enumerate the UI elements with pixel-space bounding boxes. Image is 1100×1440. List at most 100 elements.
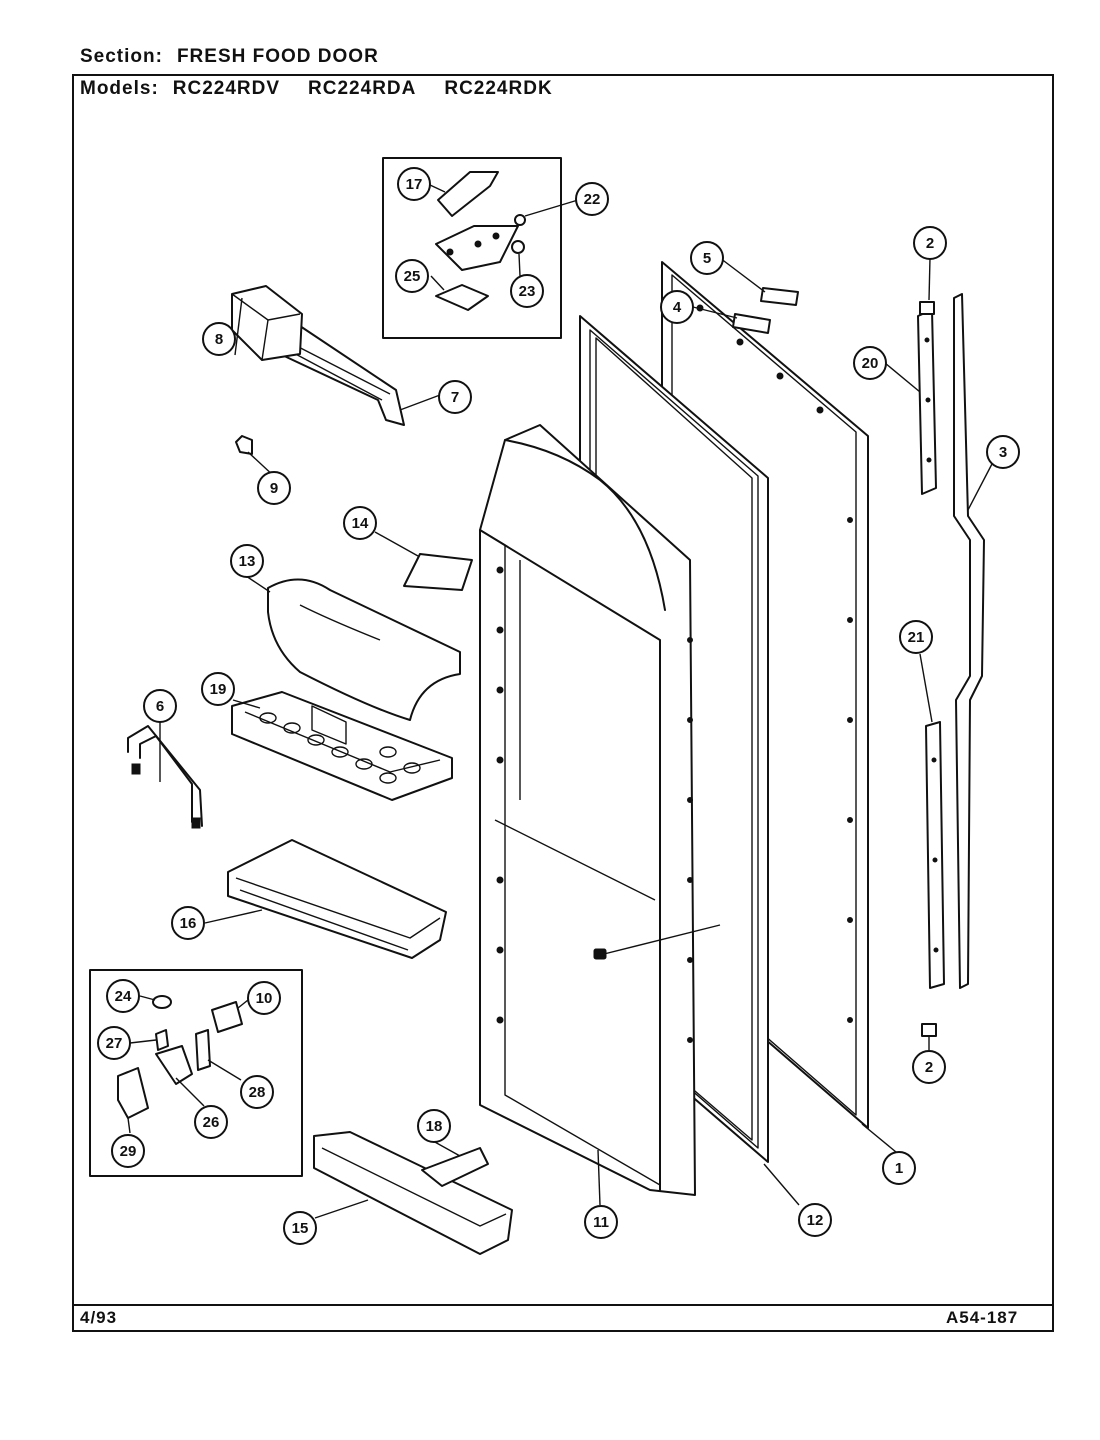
cam-part-26 bbox=[155, 1045, 193, 1085]
hinge-strip-part-21 bbox=[925, 721, 945, 989]
callout-number-3: 3 bbox=[999, 444, 1007, 461]
hinge-cover bbox=[437, 171, 499, 217]
callout-circle-28 bbox=[240, 1075, 274, 1109]
callout-circle-25 bbox=[395, 259, 429, 293]
callout-number-12: 12 bbox=[807, 1212, 824, 1229]
bracket-part-6 bbox=[127, 725, 203, 829]
hinge-pin bbox=[514, 214, 526, 226]
cam-inset-box bbox=[89, 969, 303, 1177]
bracket-part-29 bbox=[117, 1067, 149, 1119]
label-part-5 bbox=[760, 287, 799, 306]
callout-number-8: 8 bbox=[215, 331, 223, 348]
callout-number-26: 26 bbox=[203, 1114, 220, 1131]
callout-circle-12 bbox=[798, 1203, 832, 1237]
trim-strip-part-3 bbox=[953, 293, 985, 989]
footer-date: 4/93 bbox=[80, 1308, 118, 1327]
callout-number-2: 2 bbox=[926, 235, 934, 252]
diagram-frame bbox=[72, 74, 1054, 1332]
footer-rule bbox=[72, 1304, 1054, 1306]
callout-circle-26 bbox=[194, 1105, 228, 1139]
callout-number-5: 5 bbox=[703, 250, 711, 267]
callout-number-1: 1 bbox=[895, 1160, 903, 1177]
callout-number-2: 2 bbox=[925, 1059, 933, 1076]
callout-circle-2 bbox=[913, 226, 947, 260]
spring-part-27 bbox=[155, 1029, 169, 1051]
washer-part-24 bbox=[152, 995, 172, 1009]
callout-circle-13 bbox=[230, 544, 264, 578]
callout-circle-24 bbox=[106, 979, 140, 1013]
dairy-cover bbox=[267, 578, 461, 721]
callout-number-6: 6 bbox=[156, 698, 164, 715]
egg-tray bbox=[231, 691, 453, 801]
callout-number-14: 14 bbox=[352, 515, 369, 532]
callout-circle-11 bbox=[584, 1205, 618, 1239]
callout-circle-9 bbox=[257, 471, 291, 505]
callout-number-15: 15 bbox=[292, 1220, 309, 1237]
callout-number-17: 17 bbox=[406, 176, 423, 193]
callout-circle-18 bbox=[417, 1109, 451, 1143]
door-bin-part-15 bbox=[313, 1131, 513, 1255]
callout-circle-15 bbox=[283, 1211, 317, 1245]
callout-number-24: 24 bbox=[115, 988, 132, 1005]
model-3: RC224RDK bbox=[444, 78, 553, 99]
hinge-bracket bbox=[231, 285, 303, 361]
callout-circle-19 bbox=[201, 672, 235, 706]
model-1: RC224RDV bbox=[172, 78, 281, 99]
callout-number-11: 11 bbox=[593, 1214, 609, 1231]
callout-number-21: 21 bbox=[908, 629, 925, 646]
callout-number-7: 7 bbox=[451, 389, 459, 406]
clip-part-9 bbox=[235, 435, 253, 455]
callout-number-20: 20 bbox=[862, 355, 879, 372]
door-liner bbox=[479, 424, 721, 1196]
callout-circle-8 bbox=[202, 322, 236, 356]
label-part-4 bbox=[732, 313, 771, 334]
callout-number-22: 22 bbox=[584, 191, 601, 208]
callout-number-16: 16 bbox=[180, 915, 197, 932]
callout-number-19: 19 bbox=[210, 681, 227, 698]
callout-circle-4 bbox=[660, 290, 694, 324]
bracket-part-18 bbox=[421, 1147, 489, 1187]
callout-circle-2 bbox=[912, 1050, 946, 1084]
callout-number-23: 23 bbox=[519, 283, 536, 300]
callout-number-13: 13 bbox=[239, 553, 256, 570]
section-header: Section: FRESH FOOD DOOR bbox=[80, 46, 379, 68]
callout-number-25: 25 bbox=[404, 268, 421, 285]
hinge-plate bbox=[435, 225, 519, 271]
callout-circle-14 bbox=[343, 506, 377, 540]
handle-trim bbox=[277, 325, 405, 426]
callout-number-27: 27 bbox=[106, 1035, 123, 1052]
section-value: FRESH FOOD DOOR bbox=[176, 46, 379, 67]
callout-circle-16 bbox=[171, 906, 205, 940]
callout-circle-20 bbox=[853, 346, 887, 380]
callout-number-28: 28 bbox=[249, 1084, 266, 1101]
end-cap-top bbox=[919, 301, 935, 315]
callout-number-9: 9 bbox=[270, 480, 278, 497]
models-label: Models: bbox=[80, 78, 159, 99]
callout-circle-6 bbox=[143, 689, 177, 723]
callout-circle-23 bbox=[510, 274, 544, 308]
callout-circle-21 bbox=[899, 620, 933, 654]
callout-circle-27 bbox=[97, 1026, 131, 1060]
callout-number-4: 4 bbox=[673, 299, 682, 316]
callout-circle-3 bbox=[986, 435, 1020, 469]
callout-circle-17 bbox=[397, 167, 431, 201]
door-bin-part-16 bbox=[227, 839, 447, 959]
callout-circle-10 bbox=[247, 981, 281, 1015]
end-cap-bottom bbox=[921, 1023, 937, 1037]
callout-circle-29 bbox=[111, 1134, 145, 1168]
hinge-washer bbox=[511, 240, 525, 254]
model-2: RC224RDA bbox=[308, 78, 417, 99]
callout-circle-1 bbox=[882, 1151, 916, 1185]
callout-circle-5 bbox=[690, 241, 724, 275]
callout-circle-7 bbox=[438, 380, 472, 414]
bracket-part-28 bbox=[195, 1029, 211, 1071]
section-label: Section: bbox=[80, 46, 163, 67]
callout-number-18: 18 bbox=[426, 1118, 443, 1135]
callout-number-29: 29 bbox=[120, 1143, 137, 1160]
callout-circle-22 bbox=[575, 182, 609, 216]
models-header: Models: RC224RDV RC224RDA RC224RDK bbox=[80, 78, 581, 100]
dairy-door-part-14 bbox=[403, 553, 473, 591]
footer-code: A54-187 bbox=[946, 1308, 1019, 1327]
cam-part-10 bbox=[211, 1001, 243, 1033]
